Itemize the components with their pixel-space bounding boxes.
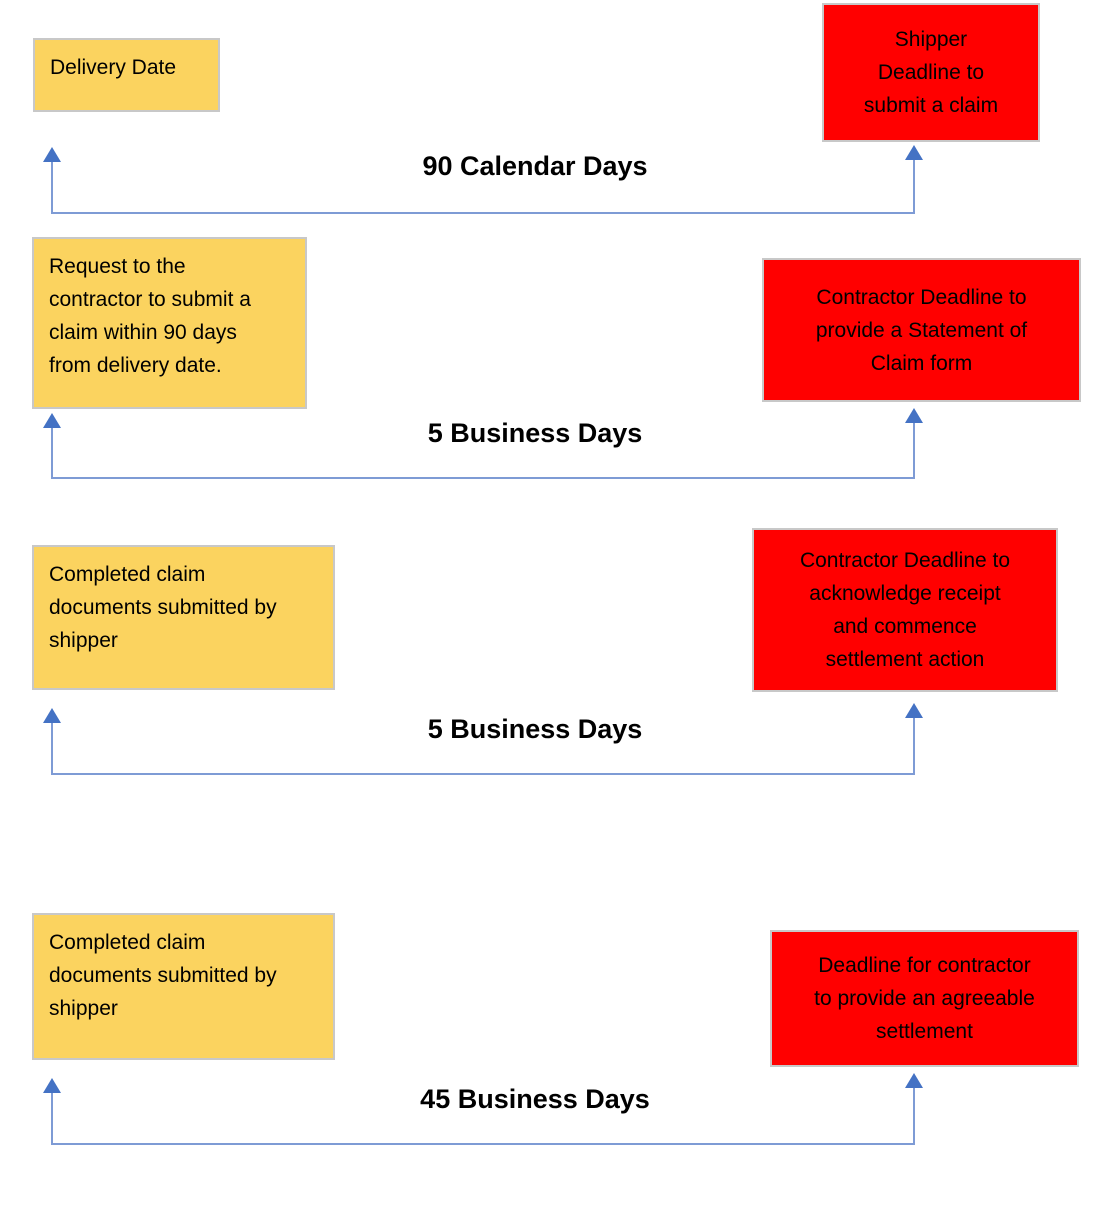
right-arrow-line <box>913 159 915 214</box>
timeline-connector-line <box>51 1143 915 1145</box>
up-arrow-icon <box>43 413 61 428</box>
end-box-label: Shipper Deadline to submit a claim <box>863 28 999 117</box>
up-arrow-icon <box>43 708 61 723</box>
up-arrow-icon <box>905 408 923 423</box>
start-box-label: Delivery Date <box>50 56 177 79</box>
duration-label-90-calendar-days: 90 Calendar Days <box>422 151 648 181</box>
left-arrow-line <box>51 1092 53 1145</box>
start-box-completed-claim-documents: Completed claim documents submitted by s… <box>32 545 335 690</box>
end-box-label: Contractor Deadline to acknowledge recei… <box>799 549 1011 671</box>
end-box-label: Deadline for contractor to provide an ag… <box>814 954 1035 1043</box>
right-arrow-line <box>913 717 915 775</box>
left-arrow-line <box>51 161 53 214</box>
start-box-completed-claim-documents: Completed claim documents submitted by s… <box>32 913 335 1060</box>
timeline-connector-line <box>51 212 915 214</box>
start-box-label: Completed claim documents submitted by s… <box>49 563 277 652</box>
timeline-connector-line <box>51 477 915 479</box>
end-box-shipper-claim-deadline: Shipper Deadline to submit a claim <box>822 3 1040 142</box>
timeline-connector-line <box>51 773 915 775</box>
right-arrow-line <box>913 1087 915 1145</box>
up-arrow-icon <box>905 145 923 160</box>
up-arrow-icon <box>43 1078 61 1093</box>
end-box-agreeable-settlement-deadline: Deadline for contractor to provide an ag… <box>770 930 1079 1067</box>
start-box-delivery-date: Delivery Date <box>33 38 220 112</box>
duration-label-5-business-days: 5 Business Days <box>427 418 643 448</box>
end-box-label: Contractor Deadline to provide a Stateme… <box>815 285 1028 375</box>
up-arrow-icon <box>905 1073 923 1088</box>
left-arrow-line <box>51 722 53 775</box>
duration-label-5-business-days: 5 Business Days <box>427 714 643 744</box>
left-arrow-line <box>51 427 53 479</box>
up-arrow-icon <box>905 703 923 718</box>
end-box-statement-of-claim-deadline: Contractor Deadline to provide a Stateme… <box>762 258 1081 402</box>
end-box-acknowledge-receipt-deadline: Contractor Deadline to acknowledge recei… <box>752 528 1058 692</box>
right-arrow-line <box>913 422 915 479</box>
up-arrow-icon <box>43 147 61 162</box>
start-box-label: Completed claim documents submitted by s… <box>49 931 277 1020</box>
start-box-claim-request: Request to the contractor to submit a cl… <box>32 237 307 409</box>
start-box-label: Request to the contractor to submit a cl… <box>49 255 251 377</box>
duration-label-45-business-days: 45 Business Days <box>420 1084 650 1114</box>
